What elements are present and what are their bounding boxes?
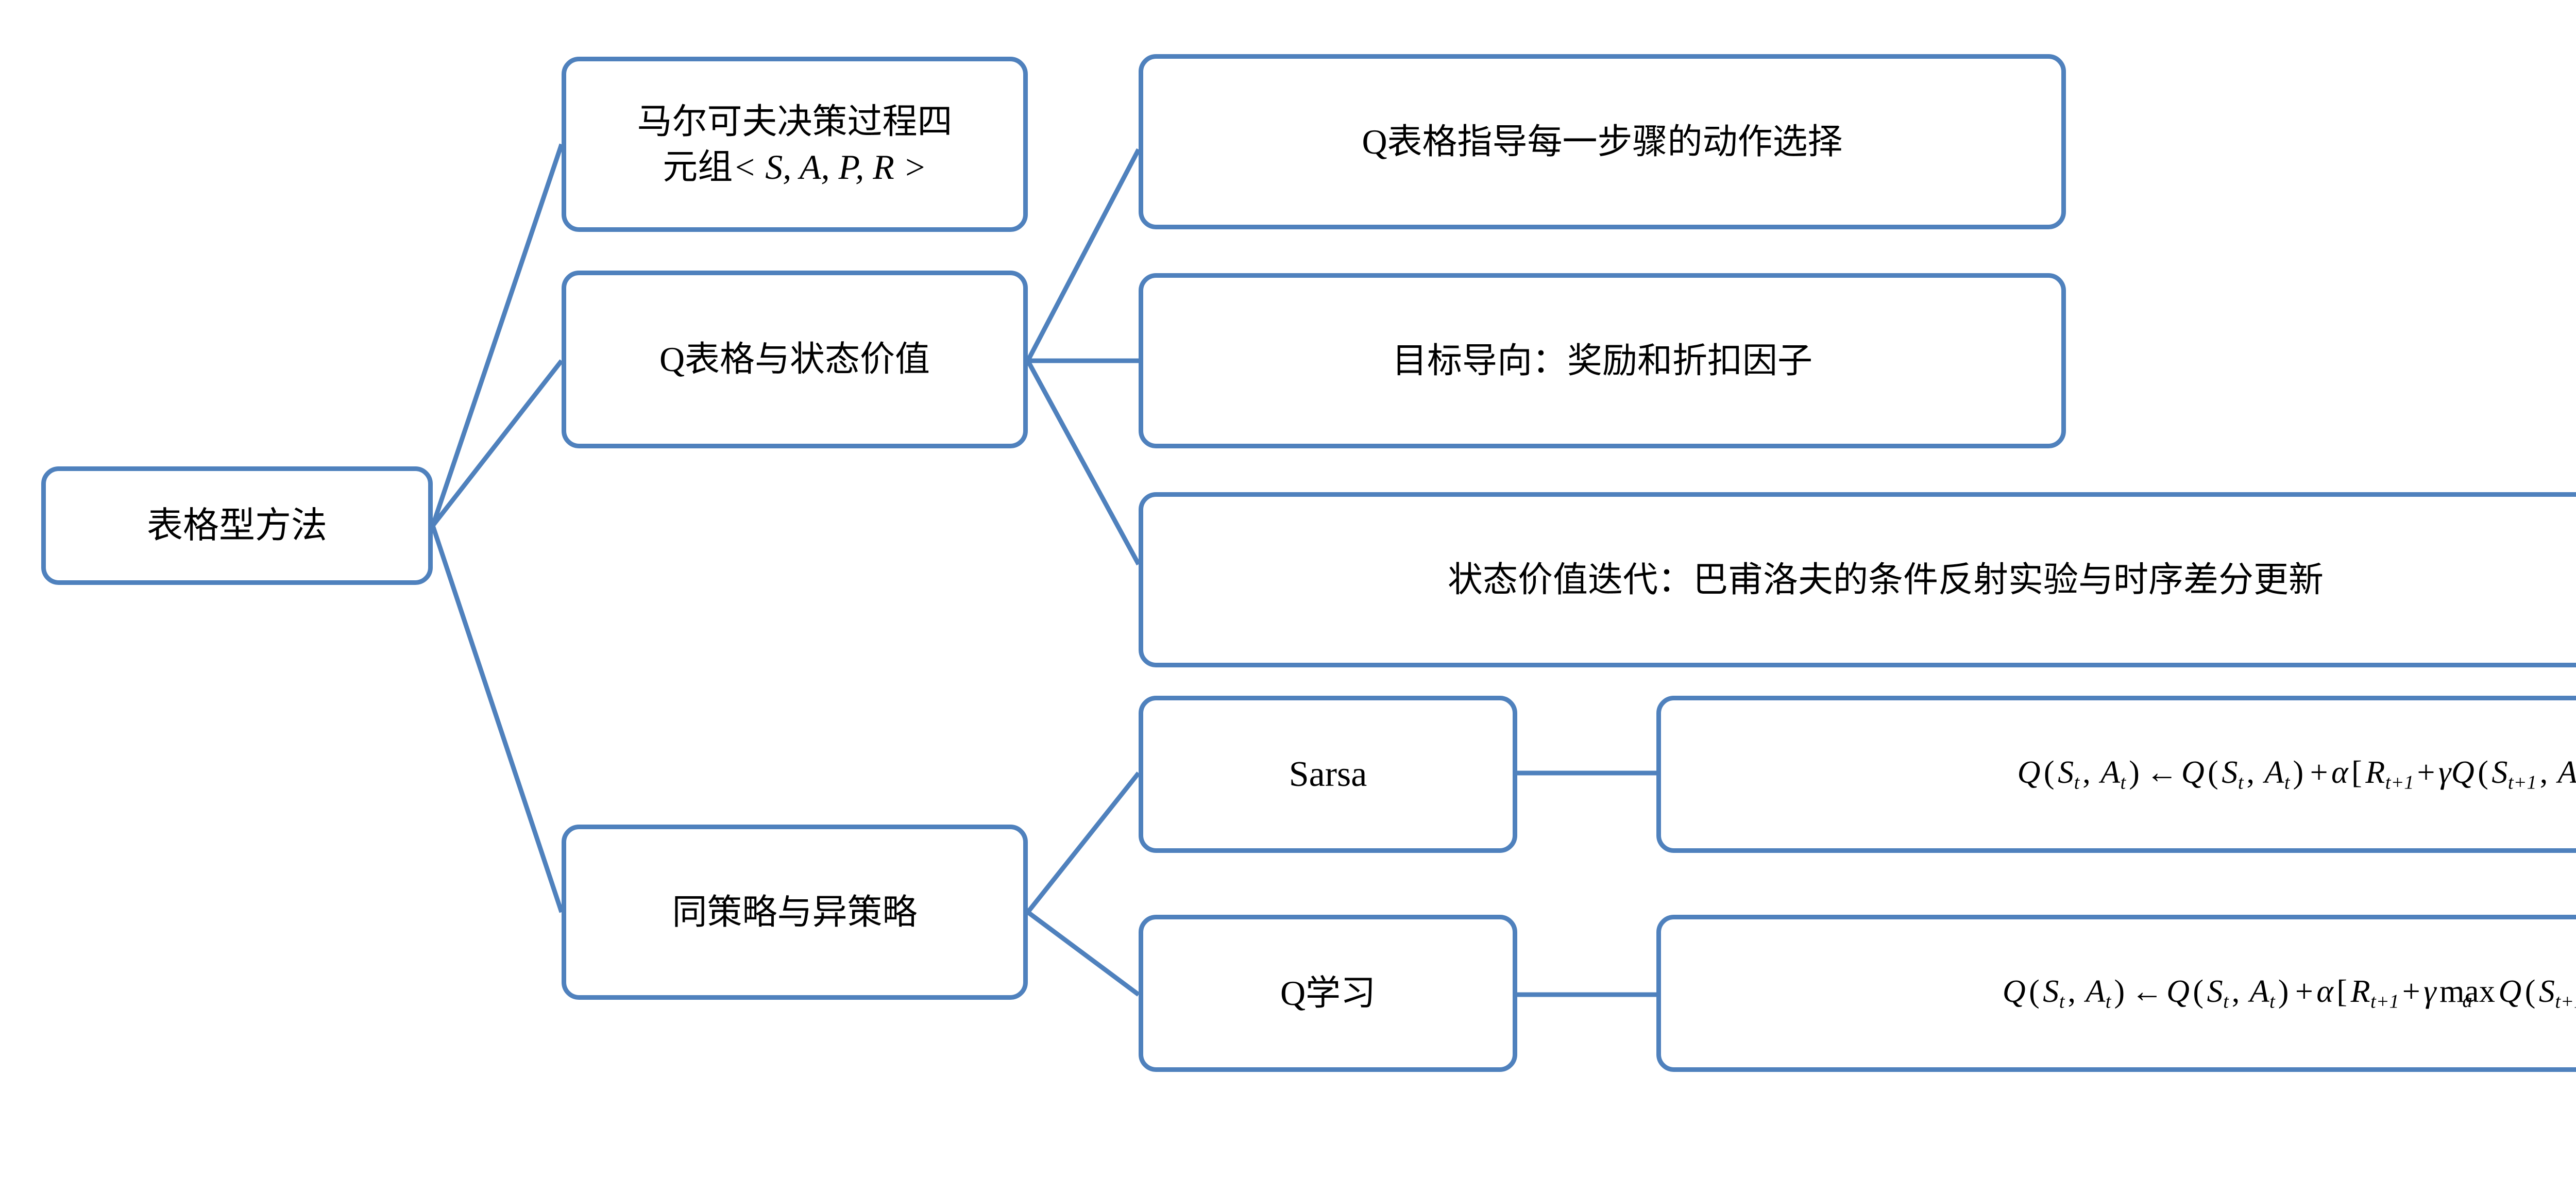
branch-node-policy-label: 同策略与异策略: [672, 892, 918, 932]
branch-node-mdp[interactable]: 马尔可夫决策过程四元组< S, A, P, R >: [562, 57, 1028, 232]
leaf-node-sarsa-label: Sarsa: [1289, 754, 1367, 794]
leaf-node-goal[interactable]: 目标导向：奖励和折扣因子: [1139, 273, 2066, 448]
mdp-line1: 马尔可夫决策过程四: [637, 102, 953, 141]
leaf-node-q-guide-label: Q表格指导每一步骤的动作选择: [1362, 122, 1843, 161]
leaf-node-qlearning[interactable]: Q学习: [1139, 915, 1517, 1072]
formula-qlearning-expression: Q(St, At)←Q(St, At)+α[Rt+1+γmaxaQ(St+1, …: [2002, 974, 2576, 1013]
branch-node-qtable-label: Q表格与状态价值: [659, 340, 930, 379]
edge-policy-to-sarsa: [1026, 771, 1141, 914]
leaf-node-qlearning-label: Q学习: [1280, 973, 1376, 1013]
leaf-node-sarsa[interactable]: Sarsa: [1139, 696, 1517, 853]
leaf-node-q-guide[interactable]: Q表格指导每一步骤的动作选择: [1139, 54, 2066, 229]
branch-node-policy[interactable]: 同策略与异策略: [562, 825, 1028, 1000]
root-node-label: 表格型方法: [147, 506, 327, 546]
edge-root-to-qtable: [431, 359, 564, 527]
edge-qtable-to-q-guide: [1026, 148, 1141, 362]
formula-node-sarsa[interactable]: Q(St, At)←Q(St, At)+α[Rt+1+γQ(St+1, At+1…: [1656, 696, 2576, 853]
formula-node-qlearning[interactable]: Q(St, At)←Q(St, At)+α[Rt+1+γmaxaQ(St+1, …: [1656, 915, 2576, 1072]
edge-policy-to-qlearning: [1026, 910, 1140, 997]
branch-node-qtable[interactable]: Q表格与状态价值: [562, 271, 1028, 448]
leaf-node-value-iteration[interactable]: 状态价值迭代：巴甫洛夫的条件反射实验与时序差分更新: [1139, 492, 2576, 667]
leaf-node-value-iteration-label: 状态价值迭代：巴甫洛夫的条件反射实验与时序差分更新: [1447, 560, 2324, 599]
formula-sarsa-expression: Q(St, At)←Q(St, At)+α[Rt+1+γQ(St+1, At+1…: [2017, 755, 2576, 794]
leaf-node-goal-label: 目标导向：奖励和折扣因子: [1392, 341, 1812, 380]
edge-qtable-to-value-iter: [1026, 359, 1141, 566]
branch-node-mdp-label: 马尔可夫决策过程四元组< S, A, P, R >: [566, 99, 1023, 190]
edge-root-to-mdp: [430, 143, 564, 527]
root-node-tabular-methods[interactable]: 表格型方法: [41, 466, 433, 585]
mdp-line2-prefix: 元组: [663, 147, 733, 187]
edge-root-to-policy: [430, 525, 564, 913]
mdp-line2-math: < S, A, P, R >: [733, 147, 927, 187]
